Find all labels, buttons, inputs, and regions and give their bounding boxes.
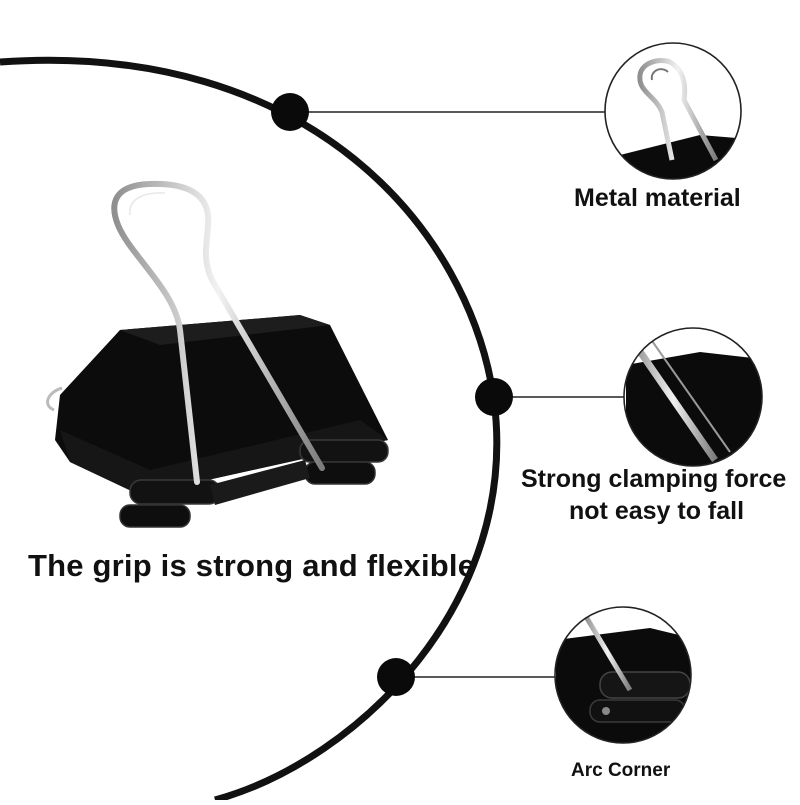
feature-label-clamping-line2: not easy to fall bbox=[569, 497, 745, 525]
closeup-metal-handle bbox=[604, 42, 742, 180]
feature-label-clamping-line1: Strong clamping force bbox=[521, 465, 787, 493]
feature-label-metal: Metal material bbox=[574, 184, 741, 212]
main-caption: The grip is strong and flexible bbox=[28, 548, 476, 583]
closeup-arc-corner bbox=[554, 606, 692, 744]
closeup-clamping-force bbox=[623, 327, 763, 467]
arc-dot-2 bbox=[475, 378, 513, 416]
binder-clip-image bbox=[46, 180, 389, 528]
arc-dot-3 bbox=[377, 658, 415, 696]
arc-dot-1 bbox=[271, 93, 309, 131]
feature-label-arc-corner: Arc Corner bbox=[571, 760, 671, 781]
